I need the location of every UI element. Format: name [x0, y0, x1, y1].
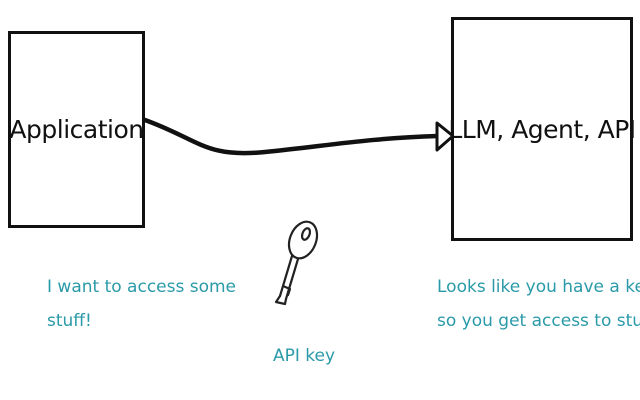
application-label: Application	[9, 115, 144, 144]
access-granted-note: Looks like you have a key, so you get ac…	[437, 270, 640, 338]
llm-agent-api-box: LLM, Agent, API	[448, 17, 636, 241]
application-request-line-1: I want to access some	[47, 277, 237, 297]
access-granted-line-2: so you get access to stuff!	[437, 311, 640, 331]
access-granted-line-1: Looks like you have a key,	[437, 277, 640, 297]
application-box: Application	[8, 31, 145, 228]
key-icon	[274, 220, 319, 306]
llm-agent-api-label: LLM, Agent, API	[448, 114, 636, 144]
connector-arrow-icon	[142, 117, 455, 156]
api-key-label: API key	[273, 346, 336, 366]
application-request-line-2: stuff!	[47, 311, 92, 331]
application-request-note: I want to access some stuff!	[47, 270, 236, 338]
